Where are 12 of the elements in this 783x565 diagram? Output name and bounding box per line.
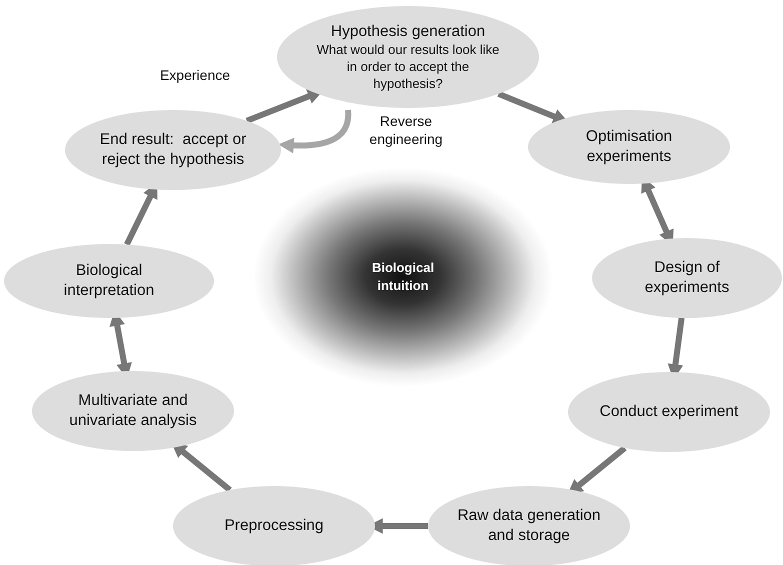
node-title: Biological interpretation (62, 260, 156, 301)
node-title: Design of experiments (644, 258, 730, 298)
node-title: Conduct experiment (600, 402, 738, 422)
curved-arrow (278, 110, 352, 154)
node-title: Preprocessing (224, 516, 324, 536)
node-title: Raw data generation and storage (456, 506, 602, 546)
node-title: Multivariate and univariate analysis (68, 390, 198, 431)
node-description: What would our results look like in order to accept the hypothesis? (316, 42, 500, 92)
node-title: Optimisation experiments (584, 126, 674, 167)
node-title: Hypothesis generation (330, 22, 486, 42)
node-title: End result: accept or reject the hypothesis (98, 130, 248, 170)
node-title: Biological intuition (370, 259, 436, 295)
